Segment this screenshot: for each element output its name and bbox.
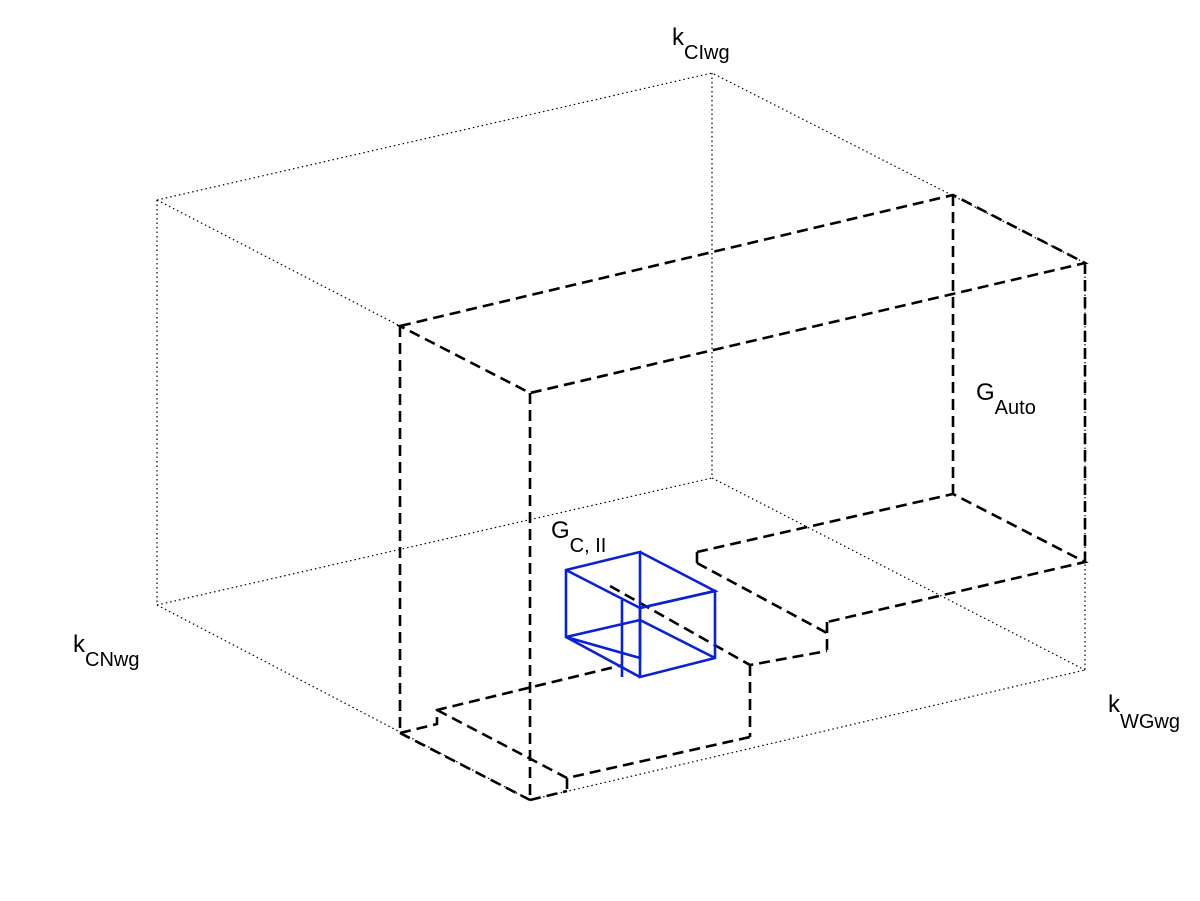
box-top-face [156, 72, 1086, 264]
g-auto-bottom-left [399, 731, 531, 802]
box-bottom-back-left [156, 477, 713, 606]
g-auto-step-riser-top [696, 561, 828, 635]
g-auto-middle-step [609, 584, 828, 667]
g-c2-inner-edge [565, 618, 641, 639]
g-c2-inner-edge-3 [565, 635, 641, 679]
parameter-space-box [156, 72, 1086, 801]
g-auto-lower-front-edge [529, 789, 568, 802]
axis-label-z: kCIwg [672, 24, 730, 64]
region-label-g-c2: GC, II [551, 517, 606, 557]
box-bottom-front-left [156, 604, 531, 801]
g-auto-top-face [396, 193, 1089, 395]
g-c2-inner-edge-2 [639, 618, 716, 660]
g-auto-region [396, 193, 1089, 802]
axis-label-y: kWGwg [1108, 691, 1180, 733]
g-c2-region [564, 550, 719, 679]
g-auto-upper-step [696, 492, 1089, 624]
box-top-front-left [156, 199, 401, 327]
g-auto-lower-floor-front [436, 708, 751, 780]
g-auto-lower-floor [399, 663, 624, 735]
axis-label-x: kCNwg [73, 631, 139, 671]
g-c2-front-face [638, 589, 717, 679]
region-label-g-auto: GAuto [976, 379, 1036, 419]
box-bottom-front-right [529, 669, 1086, 801]
